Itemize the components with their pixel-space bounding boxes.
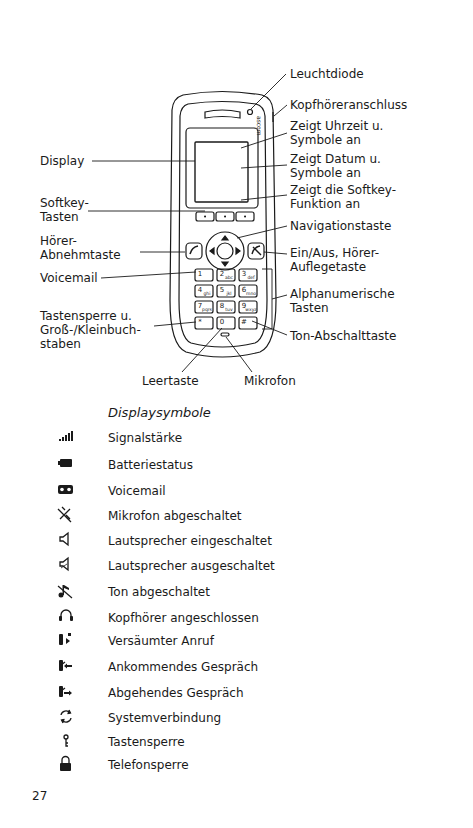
key-digit: 4: [198, 287, 202, 294]
callout-label: Voicemail: [40, 271, 98, 285]
key-digit: 8: [220, 303, 224, 310]
key-digit: 5: [220, 287, 224, 294]
key-letters: ghi: [204, 291, 211, 296]
symbol-description: Tastensperre: [108, 735, 185, 749]
symbol-description: Voicemail: [108, 484, 166, 498]
symbol-description: Lautsprecher eingeschaltet: [108, 534, 272, 548]
key-letters: pqrs: [202, 307, 212, 312]
callout-label: Ein/Aus, Hörer- Auflegetaste: [290, 246, 415, 274]
callout-label: Alphanumerische Tasten: [290, 287, 415, 315]
symbol-description: Ton abgeschaltet: [108, 585, 210, 599]
symbol-description: Abgehendes Gespräch: [108, 686, 244, 700]
key-digit: #: [241, 319, 247, 326]
key-letters: wxyz: [245, 307, 256, 312]
callout-label: Display: [40, 154, 84, 168]
symbol-description: Versäumter Anruf: [108, 634, 214, 648]
callout-label: Ton-Abschalttaste: [290, 329, 396, 343]
symbol-description: Signalstärke: [108, 431, 182, 445]
callout-label: Kopfhöreranschluss: [290, 98, 407, 112]
section-heading: Displaysymbole: [108, 405, 211, 420]
callout-label: Softkey- Tasten: [40, 196, 110, 224]
key-digit: 6: [242, 287, 246, 294]
symbol-description: Ankommendes Gespräch: [108, 660, 258, 674]
callout-label: Zeigt Datum u. Symbole an: [290, 152, 418, 180]
key-letters: mno: [246, 291, 256, 296]
callout-label: Hörer- Abnehmtaste: [40, 234, 138, 262]
key-digit: 3: [242, 271, 246, 278]
key-letters: abc: [225, 275, 233, 280]
key-letters: jkl: [226, 291, 231, 296]
symbol-description: Systemverbindung: [108, 711, 221, 725]
symbol-description: Lautsprecher ausgeschaltet: [108, 559, 275, 573]
brand-name: ascom: [256, 116, 262, 136]
key-digit: 2: [220, 271, 224, 278]
key-digit: *: [198, 319, 202, 326]
key-letters: tuv: [225, 307, 232, 312]
key-digit: 1: [198, 271, 202, 278]
page-number: 27: [32, 789, 47, 803]
symbol-description: Telefonsperre: [108, 758, 189, 772]
callout-label: Tastensperre u. Groß-/Kleinbuch- staben: [40, 309, 154, 351]
callout-label: Zeigt Uhrzeit u. Symbole an: [290, 119, 418, 147]
symbol-description: Batteriestatus: [108, 458, 193, 472]
callout-label: Leertaste: [142, 374, 199, 388]
callout-label: Zeigt die Softkey- Funktion an: [290, 183, 418, 211]
key-digit: 0: [220, 319, 224, 326]
symbol-description: Kopfhörer angeschlossen: [108, 611, 259, 625]
symbol-description: Mikrofon abgeschaltet: [108, 509, 242, 523]
key-digit: 7: [198, 303, 202, 310]
key-letters: def: [247, 275, 254, 280]
callout-label: Leuchtdiode: [290, 67, 364, 81]
callout-label: Mikrofon: [244, 374, 296, 388]
callout-label: Navigationstaste: [290, 219, 391, 233]
